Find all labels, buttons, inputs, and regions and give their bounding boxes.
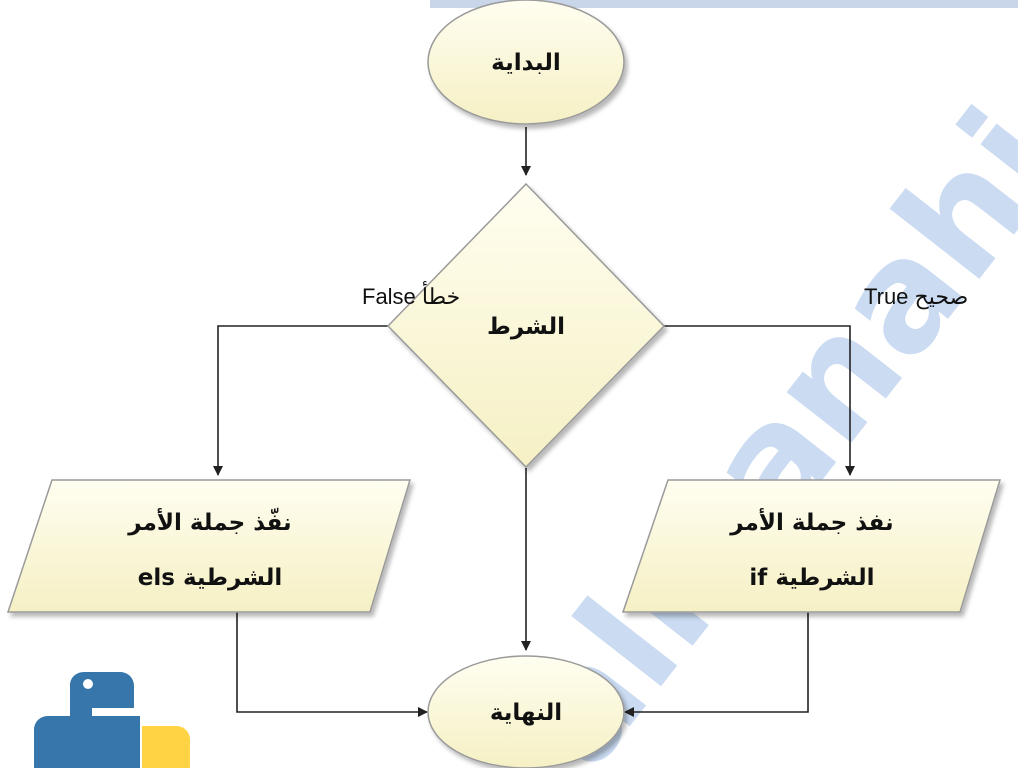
start-node: البداية <box>427 0 625 125</box>
connectors <box>213 127 855 717</box>
condition-label: الشرط <box>487 314 565 340</box>
python-logo-yellow-part <box>142 726 190 768</box>
start-shape <box>427 0 625 125</box>
connector-if-to-end <box>624 612 809 717</box>
condition-node: الشرط <box>386 182 666 469</box>
end-label: النهاية <box>490 700 562 726</box>
condition-shape <box>386 182 666 469</box>
python-logo-blue-part <box>34 672 140 768</box>
python-logo-eye <box>83 679 93 689</box>
if-action-line2: الشرطية if <box>749 565 874 591</box>
else-action-shape <box>6 479 412 613</box>
connector-condition-to-else <box>213 325 389 476</box>
else-action-node: نفّذ جملة الأمر الشرطية els <box>6 479 412 613</box>
else-action-line1: نفّذ جملة الأمر <box>127 507 291 536</box>
python-logo-icon <box>34 672 190 768</box>
if-action-node: نفذ جملة الأمر الشرطية if <box>621 479 1002 613</box>
else-action-line2: الشرطية els <box>138 565 282 591</box>
top-bar <box>430 0 1018 8</box>
if-action-line1: نفذ جملة الأمر <box>729 507 893 536</box>
start-label: البداية <box>491 50 561 76</box>
end-shape <box>427 655 625 768</box>
end-node: النهاية <box>427 655 625 768</box>
if-action-shape <box>621 479 1002 613</box>
connector-else-to-end <box>236 612 428 717</box>
false-branch-label: خطأ False <box>362 280 460 309</box>
true-branch-label: صحيح True <box>864 284 968 310</box>
connector-condition-to-if <box>662 325 855 476</box>
